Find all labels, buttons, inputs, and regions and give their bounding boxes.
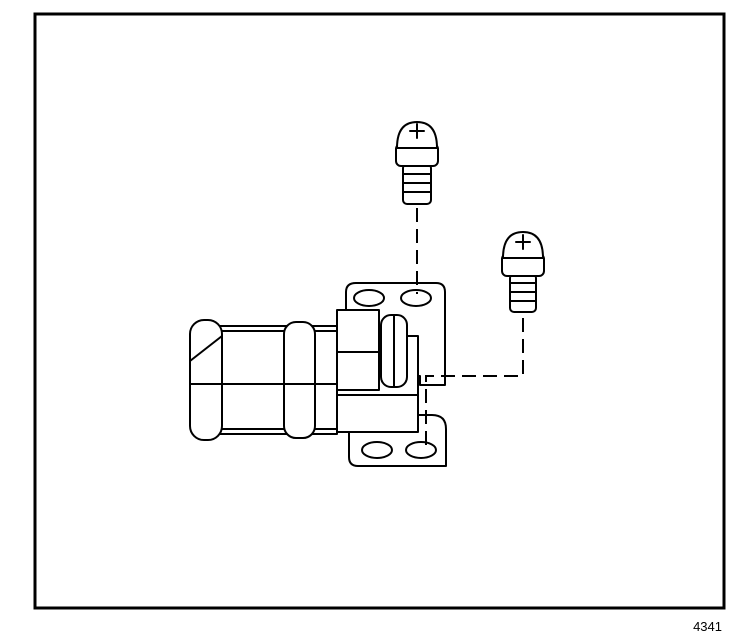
figure-number: 4341 [693, 619, 722, 634]
fitting-housing [189, 282, 447, 467]
hex-nut [336, 309, 380, 391]
lower-flange-hole-right [405, 441, 437, 459]
phillips-icon-upper [409, 123, 425, 139]
phillips-icon-right [515, 234, 531, 250]
bolt-upper [395, 121, 439, 205]
bolt-right [501, 231, 545, 313]
end-cap-diagonal [189, 335, 223, 362]
upper-flange-hole-right [400, 289, 432, 307]
assembly-line-right-bolt [425, 318, 524, 450]
figure-frame [33, 12, 726, 610]
tube-cylinder [211, 325, 338, 435]
upper-flange-hole-left [353, 289, 385, 307]
tube-band [283, 321, 316, 439]
lower-flange-hole-left [361, 441, 393, 459]
tube-end-cap [189, 319, 223, 441]
